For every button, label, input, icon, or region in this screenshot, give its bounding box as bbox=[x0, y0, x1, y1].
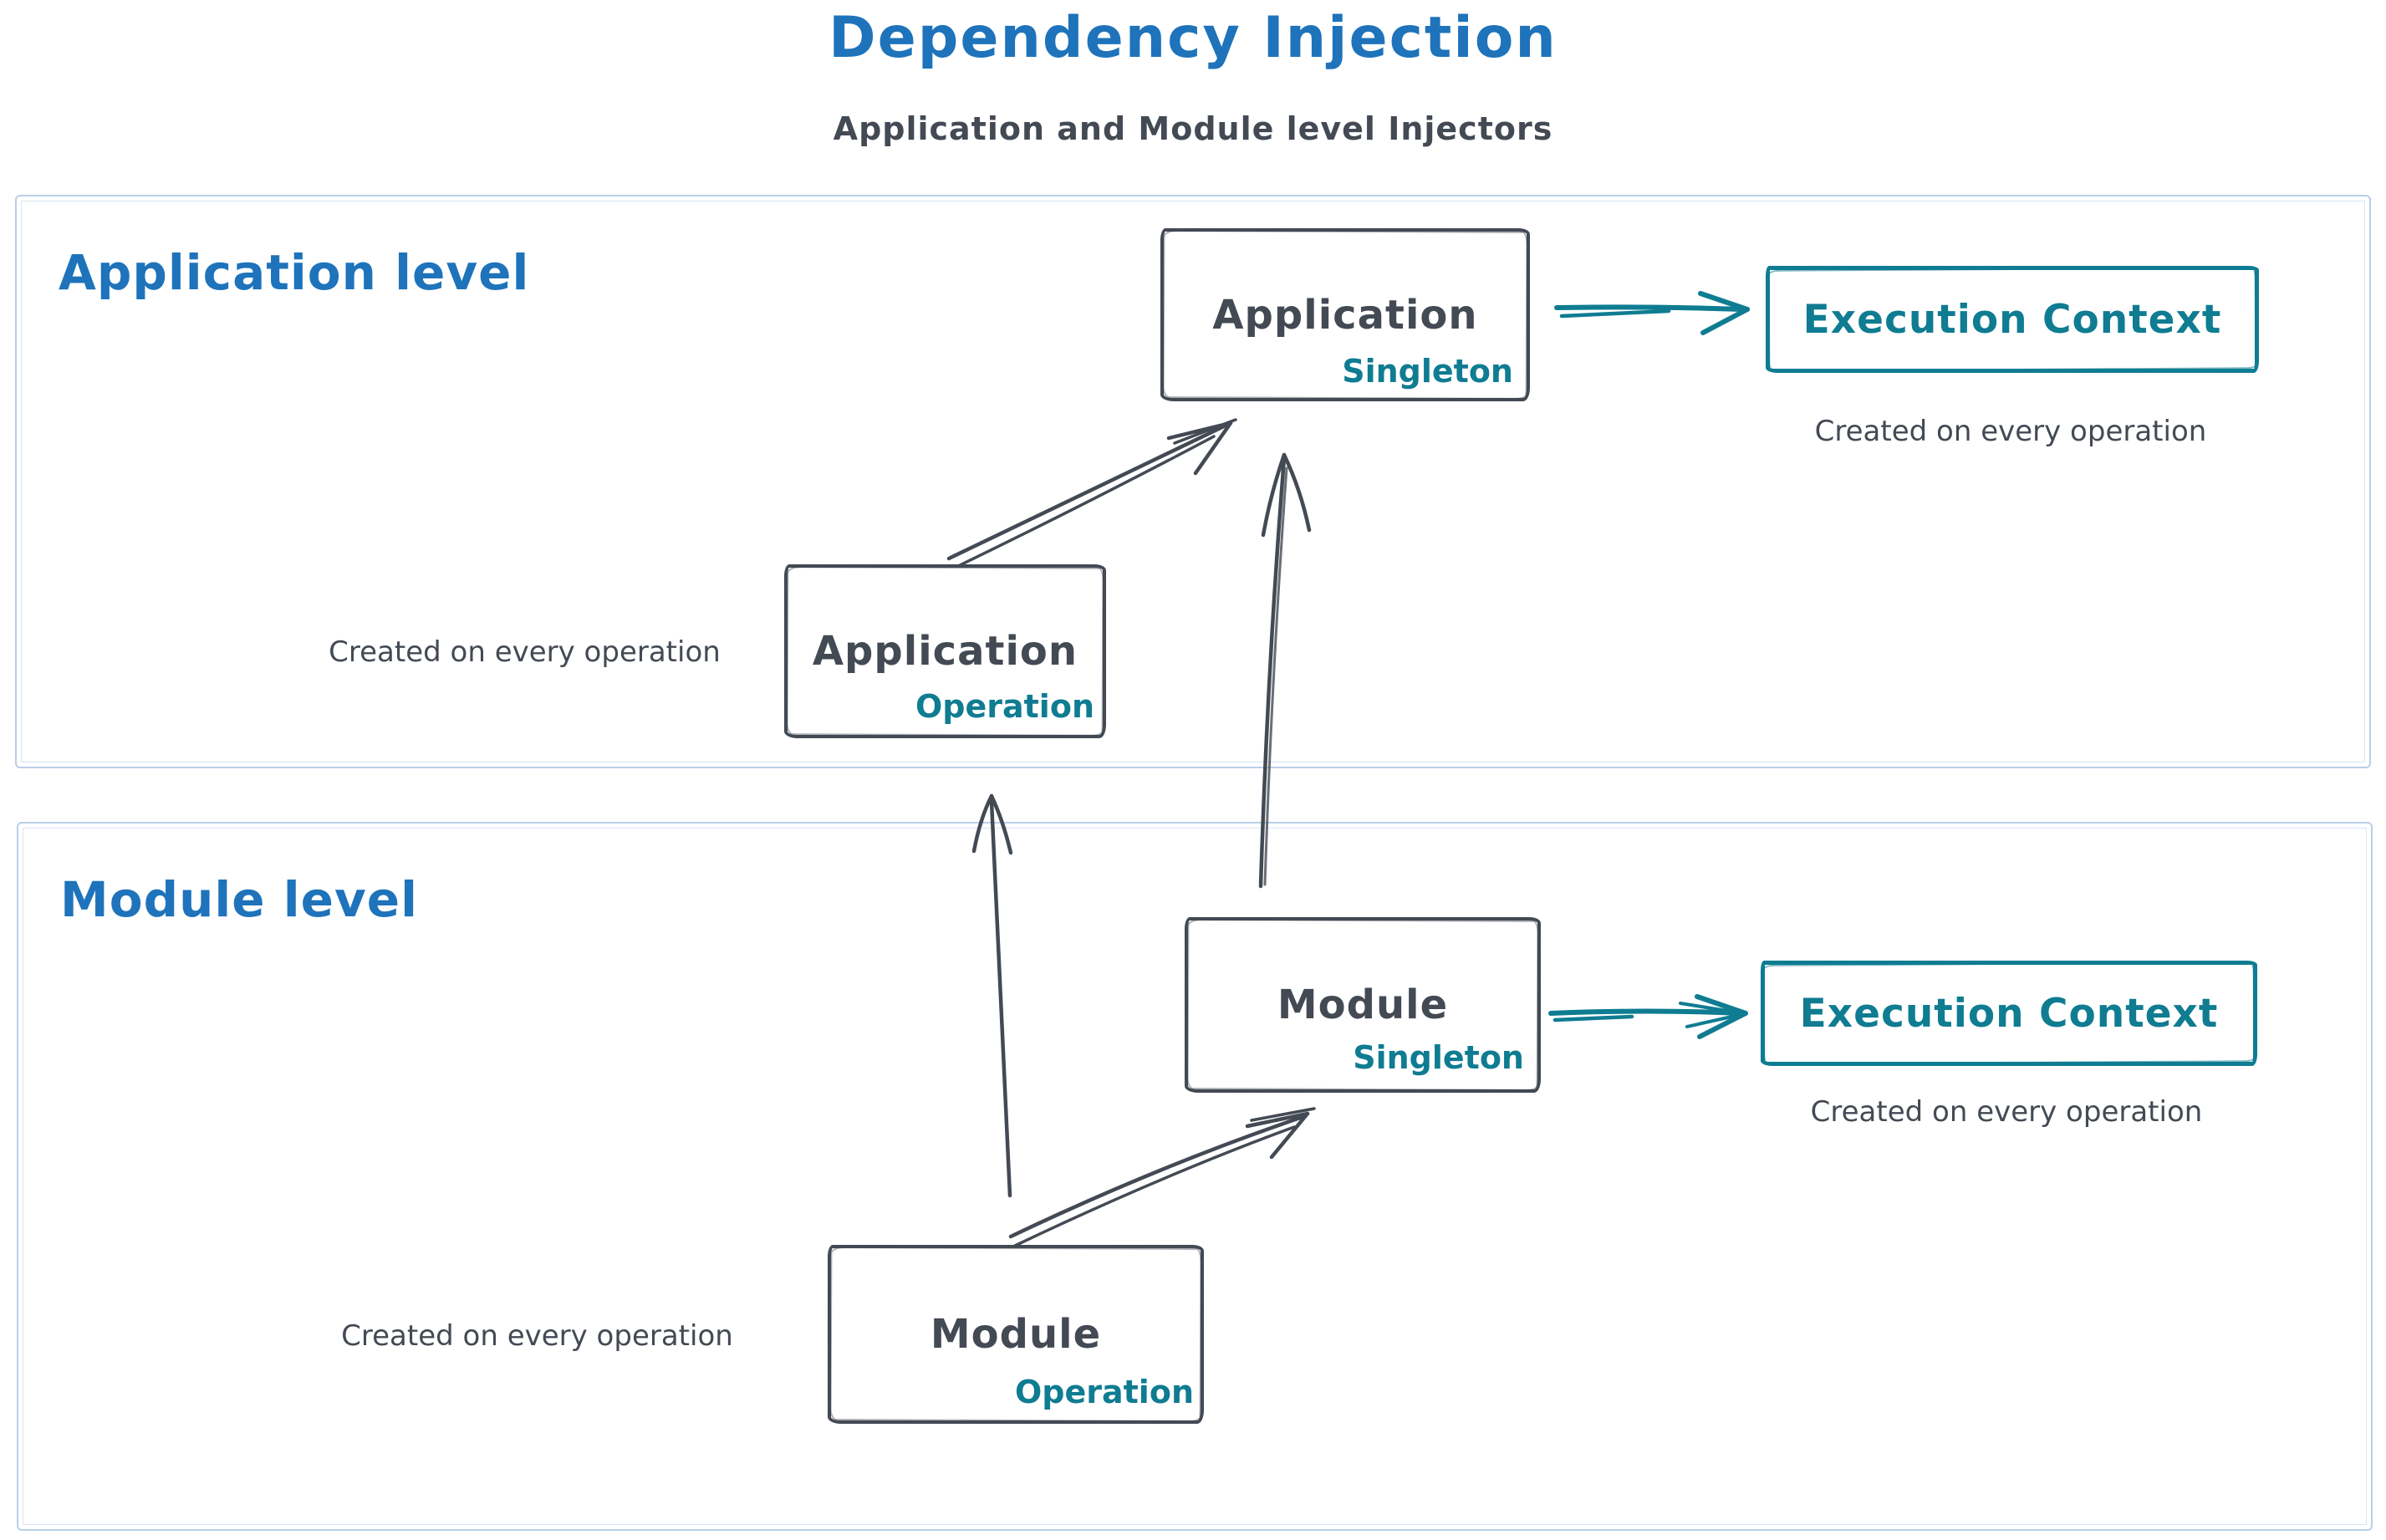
app-operation-box: Application Operation bbox=[784, 564, 1106, 738]
app-singleton-box: Application Singleton bbox=[1160, 228, 1530, 401]
module-operation-tag: Operation bbox=[1014, 1374, 1194, 1410]
module-level-section bbox=[17, 822, 2373, 1531]
app-execution-context-title: Execution Context bbox=[1802, 296, 2222, 343]
module-singleton-tag: Singleton bbox=[1353, 1039, 1524, 1076]
module-ec-note: Created on every operation bbox=[1810, 1095, 2203, 1129]
application-level-section bbox=[15, 195, 2371, 768]
module-operation-box: Module Operation bbox=[828, 1245, 1204, 1424]
module-singleton-box: Module Singleton bbox=[1185, 917, 1541, 1093]
module-execution-context-title: Execution Context bbox=[1799, 990, 2219, 1037]
module-operation-note: Created on every operation bbox=[341, 1319, 733, 1353]
page-title: Dependency Injection bbox=[828, 5, 1558, 71]
app-singleton-tag: Singleton bbox=[1342, 353, 1513, 390]
page-subtitle: Application and Module level Injectors bbox=[833, 110, 1553, 147]
module-level-label: Module level bbox=[60, 871, 419, 928]
module-singleton-title: Module bbox=[1277, 982, 1449, 1028]
module-operation-title: Module bbox=[930, 1311, 1102, 1358]
app-ec-note: Created on every operation bbox=[1814, 415, 2207, 448]
app-operation-title: Application bbox=[812, 628, 1078, 675]
application-level-label: Application level bbox=[59, 244, 530, 301]
module-execution-context-box: Execution Context bbox=[1761, 961, 2257, 1066]
app-singleton-title: Application bbox=[1212, 291, 1478, 339]
app-operation-tag: Operation bbox=[915, 688, 1094, 725]
app-operation-note: Created on every operation bbox=[329, 635, 721, 669]
app-execution-context-box: Execution Context bbox=[1766, 266, 2259, 373]
